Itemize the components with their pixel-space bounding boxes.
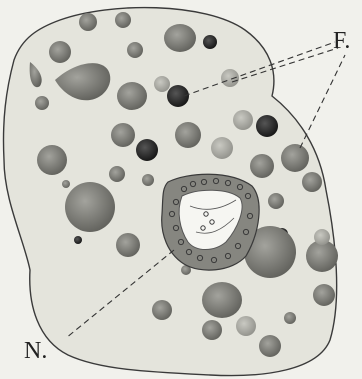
granule	[136, 139, 158, 161]
granule	[62, 180, 70, 188]
granule	[164, 24, 196, 52]
granule	[154, 76, 170, 92]
granule	[35, 96, 49, 110]
granule	[115, 12, 131, 28]
leader-line-f3	[300, 55, 345, 148]
granule	[203, 35, 217, 49]
granule	[116, 233, 140, 257]
granule	[302, 172, 322, 192]
granule	[221, 69, 239, 87]
granule	[233, 110, 253, 130]
granule	[284, 312, 296, 324]
granule	[152, 300, 172, 320]
granule	[49, 41, 71, 63]
granule	[256, 115, 278, 137]
granule	[236, 316, 256, 336]
granule	[109, 166, 125, 182]
granule	[202, 282, 242, 318]
granule	[202, 320, 222, 340]
granule	[313, 284, 335, 306]
granule	[37, 145, 67, 175]
granule	[250, 154, 274, 178]
granule	[268, 193, 284, 209]
granule	[65, 182, 115, 232]
granule	[314, 229, 330, 245]
granule	[175, 122, 201, 148]
nucleus	[162, 174, 259, 270]
granule	[127, 42, 143, 58]
granule	[74, 236, 82, 244]
label-f: F.	[333, 28, 350, 54]
granule	[111, 123, 135, 147]
granule	[211, 137, 233, 159]
granule	[259, 335, 281, 357]
granule	[167, 85, 189, 107]
granule	[281, 144, 309, 172]
granule	[79, 13, 97, 31]
granule	[117, 82, 147, 110]
granule	[142, 174, 154, 186]
label-n: N.	[24, 338, 47, 364]
